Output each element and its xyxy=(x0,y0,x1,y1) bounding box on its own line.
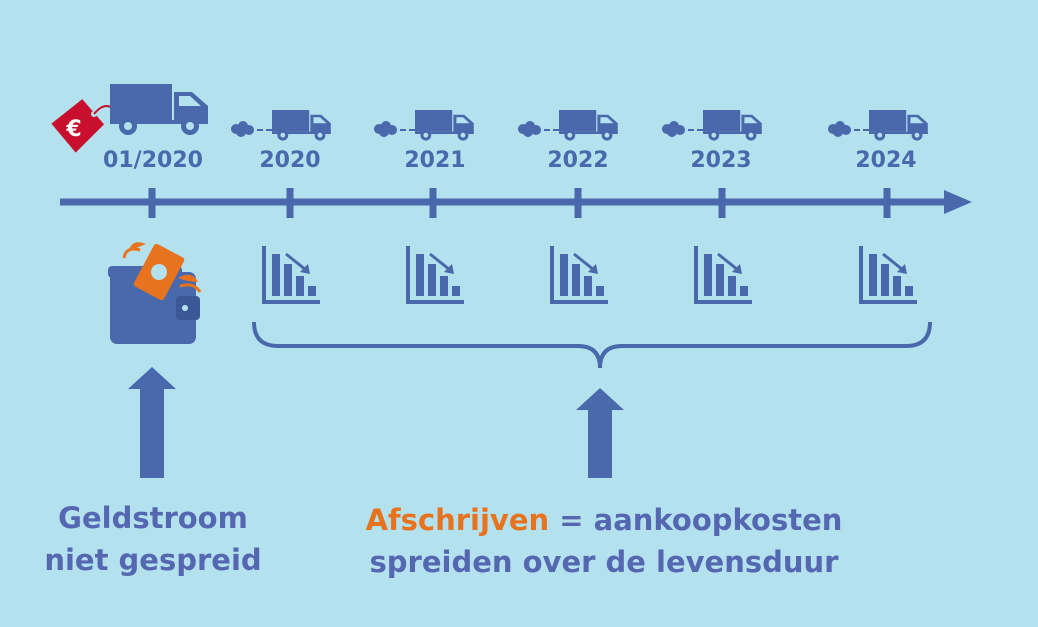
caption-cashflow: Geldstroom niet gespreid xyxy=(22,497,284,581)
small-truck-2024 xyxy=(828,110,928,141)
caption-depreciation-rest: = aankoopkosten xyxy=(549,503,843,537)
arrow-up-right xyxy=(576,388,624,478)
small-truck-2021 xyxy=(374,110,474,141)
small-truck-2020 xyxy=(231,110,331,141)
small-truck-2022 xyxy=(518,110,618,141)
declining-chart-icon-2022 xyxy=(550,244,610,304)
caption-keyword: Afschrijven xyxy=(365,503,550,537)
timeline-arrowhead xyxy=(944,190,972,214)
caption-depreciation-line2: spreiden over de levensduur xyxy=(369,545,839,579)
price-tag-symbol: € xyxy=(65,117,81,142)
caption-depreciation-line1: Afschrijven = aankoopkosten xyxy=(340,499,868,541)
declining-chart-icon-2024 xyxy=(859,244,919,304)
timeline-ticks xyxy=(148,188,891,218)
timeline-label-purchase: 01/2020 xyxy=(103,148,203,173)
price-tag-icon: € xyxy=(51,99,113,153)
small-truck-2023 xyxy=(662,110,762,141)
caption-cashflow-line2: niet gespreid xyxy=(44,543,262,577)
timeline-label-year-3: 2022 xyxy=(547,148,609,173)
truck-icon-large xyxy=(110,84,208,135)
curly-brace xyxy=(252,321,932,369)
timeline-label-year-2: 2021 xyxy=(404,148,466,173)
timeline-label-year-1: 2020 xyxy=(259,148,321,173)
caption-cashflow-line1: Geldstroom xyxy=(58,501,248,535)
arrow-up-left xyxy=(128,367,176,478)
declining-chart-icon-2020 xyxy=(262,244,322,304)
declining-chart-icon-2021 xyxy=(406,244,466,304)
declining-chart-icon-2023 xyxy=(694,244,754,304)
timeline-label-year-5: 2024 xyxy=(855,148,917,173)
flying-money-icon xyxy=(122,242,202,301)
timeline-label-year-4: 2023 xyxy=(690,148,752,173)
caption-depreciation: Afschrijven = aankoopkosten spreiden ove… xyxy=(340,499,868,583)
